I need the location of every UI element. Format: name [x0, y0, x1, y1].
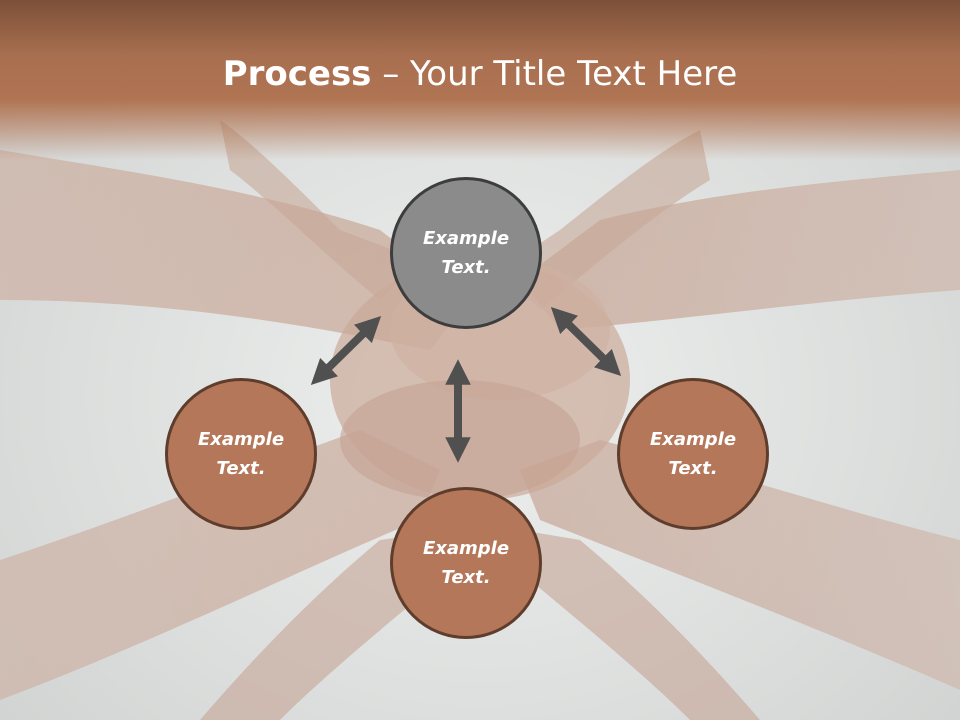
node-right: Example Text. — [617, 378, 769, 530]
arrow-top-left — [310, 316, 382, 385]
title-banner — [0, 0, 960, 160]
node-top: Example Text. — [390, 177, 542, 329]
title-bold: Process — [222, 54, 372, 94]
node-right-label: Example Text. — [649, 429, 737, 479]
title-rest: – Your Title Text Here — [371, 54, 738, 94]
node-top-label: Example Text. — [422, 228, 510, 278]
node-bottom: Example Text. — [390, 487, 542, 639]
arrow-top-right — [550, 307, 622, 376]
node-bottom-label: Example Text. — [422, 538, 510, 588]
slide-title: Process – Your Title Text Here — [0, 52, 960, 96]
node-left: Example Text. — [165, 378, 317, 530]
node-left-label: Example Text. — [197, 429, 285, 479]
